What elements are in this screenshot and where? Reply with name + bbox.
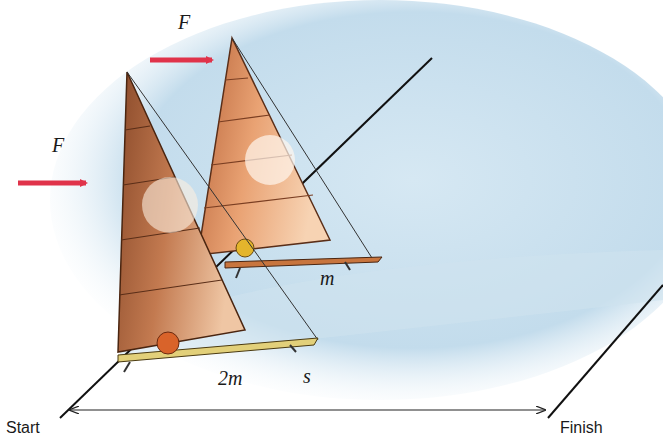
start-label: Start <box>6 420 40 436</box>
finish-label: Finish <box>560 420 603 436</box>
mass-label: m <box>320 268 334 288</box>
force-label: F <box>178 12 190 32</box>
distance-label: s <box>303 366 311 386</box>
force-label: F <box>52 135 64 155</box>
mass-label: 2m <box>218 368 242 388</box>
